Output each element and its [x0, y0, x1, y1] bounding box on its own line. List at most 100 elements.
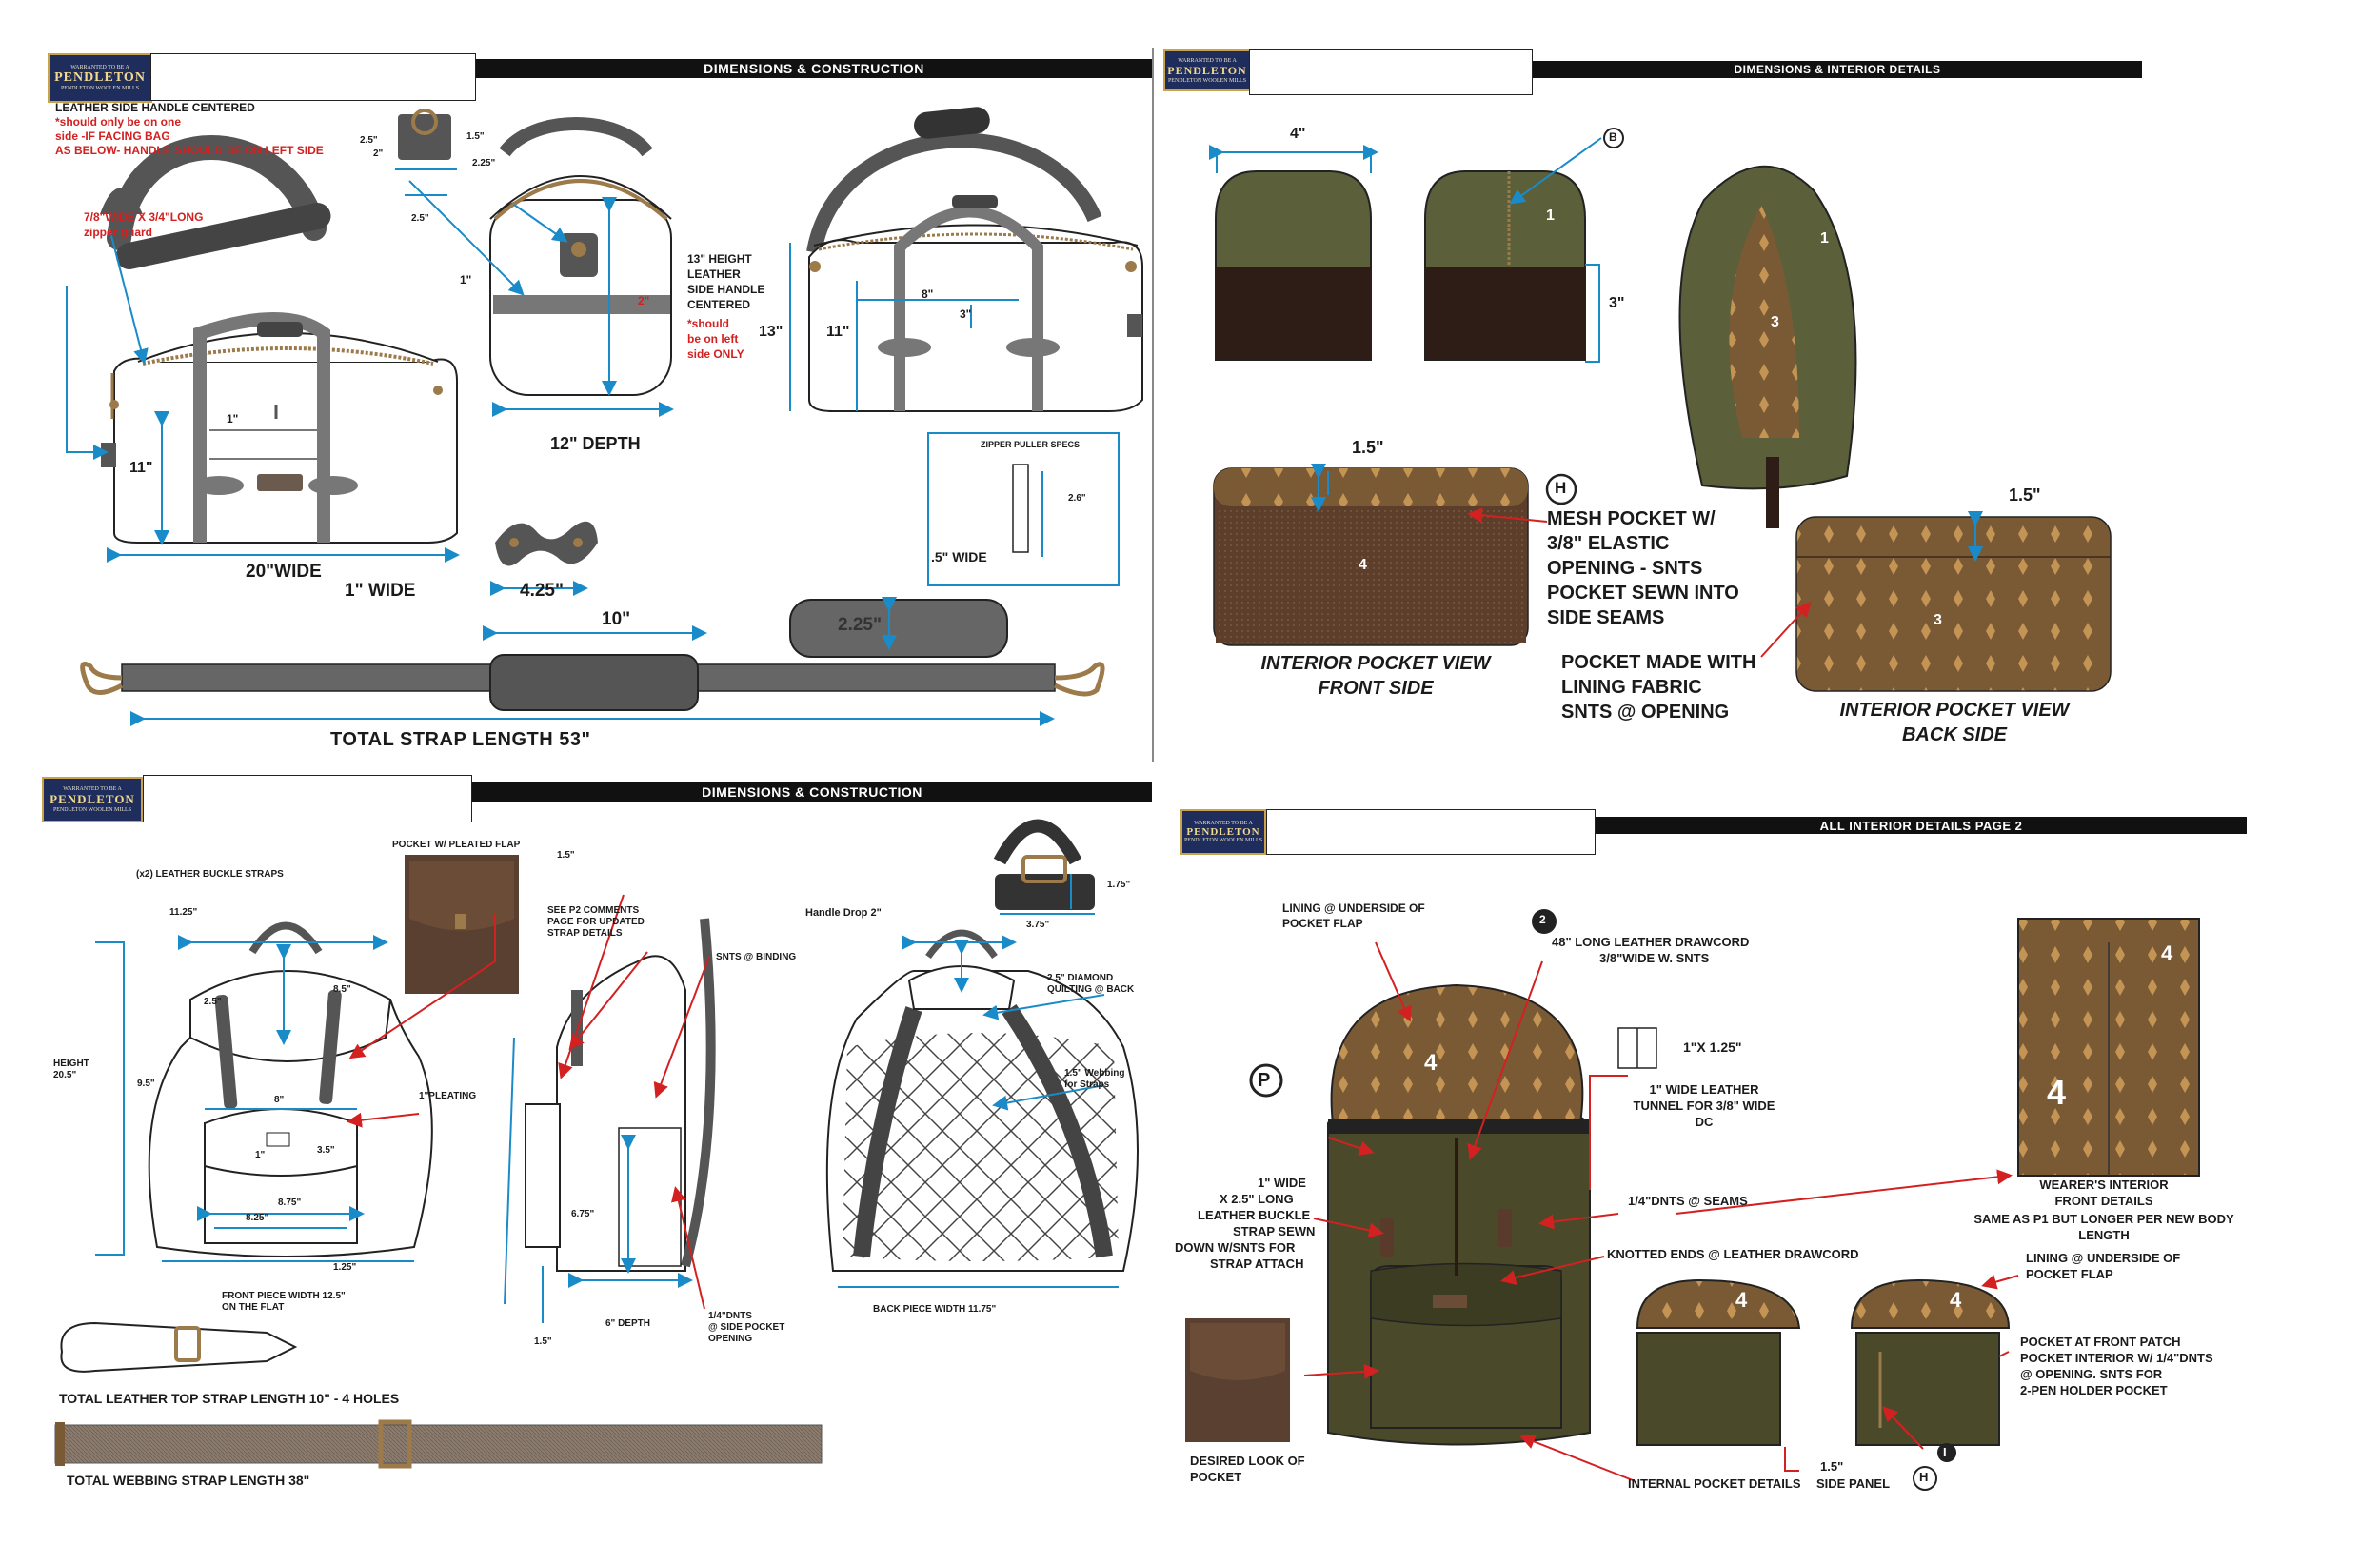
dim-2: 2"	[373, 148, 384, 159]
side-panel-label: SIDE PANEL	[1816, 1476, 1891, 1491]
wearer-note-4: LENGTH	[2078, 1228, 2130, 1242]
panel-divider	[1152, 48, 1154, 762]
brand-logo-p3: WARRANTED TO BE A PENDLETON PENDLETON WO…	[42, 777, 143, 822]
webbing-note-1: 1.5" Webbing	[1064, 1068, 1125, 1079]
front-caption-2: FRONT SIDE	[1318, 678, 1434, 699]
made-note-3: SNTS @ OPENING	[1561, 702, 1730, 723]
section-title-p4: ALL INTERIOR DETAILS PAGE 2	[1596, 817, 2247, 834]
wearer-note-1: WEARER'S INTERIOR	[2039, 1178, 2169, 1192]
p2-red-arrows	[1467, 507, 1812, 658]
pouch-side-2	[1424, 170, 1586, 361]
handle-closeup	[993, 819, 1095, 910]
desired-note-1: DESIRED LOOK OF	[1190, 1454, 1305, 1468]
p2-dim-1-5b: 1.5"	[2009, 485, 2041, 505]
brand-logo-p1: WARRANTED TO BE A PENDLETON PENDLETON WO…	[48, 53, 152, 103]
see-note-2: PAGE FOR UPDATED	[547, 917, 645, 927]
brand-logo-p4: WARRANTED TO BE A PENDLETON PENDLETON WO…	[1180, 809, 1266, 855]
zipper-5-wide: .5" WIDE	[931, 549, 987, 564]
wearer-interior-panel	[2017, 918, 2200, 1177]
back-width: BACK PIECE WIDTH 11.75"	[873, 1304, 997, 1315]
leather-top-strap	[60, 1321, 298, 1373]
width-1: 1" WIDE	[345, 581, 416, 601]
dim-13in: 13"	[759, 324, 783, 340]
side-panel-pocket	[1850, 1278, 2011, 1446]
side-1-5: 1.5"	[1820, 1459, 1844, 1474]
patch-note-3: @ OPENING. SNTS FOR	[2020, 1367, 2163, 1381]
shoulder-pad-sketch	[789, 599, 1008, 658]
strap-keeper-sketch	[495, 521, 598, 566]
dim-11in-front: 11"	[129, 460, 153, 476]
tunnel-sketch	[1617, 1027, 1657, 1069]
backpack-back	[825, 929, 1139, 1272]
p1-arrows	[109, 180, 525, 365]
dim-8-25: 8.25"	[246, 1213, 269, 1223]
buckle-note-3: LEATHER BUCKLE	[1198, 1208, 1311, 1222]
dim-11in-back: 11"	[826, 324, 850, 340]
p4-num-4b: 4	[2161, 941, 2173, 965]
quilt-note-2: QUILTING @ BACK	[1047, 984, 1135, 995]
patch-note-4: 2-PEN HOLDER POCKET	[2020, 1383, 2168, 1397]
badge-h-p4: H	[1919, 1470, 1929, 1484]
p4-num-4: 4	[1424, 1050, 1438, 1076]
section-title-p3: DIMENSIONS & CONSTRUCTION	[472, 782, 1152, 802]
p3-dimension-lines	[95, 874, 1119, 1323]
desired-look-photo	[1185, 1318, 1290, 1442]
made-note-1: POCKET MADE WITH	[1561, 652, 1756, 673]
badge-h: H	[1555, 479, 1567, 497]
snts-binding: SNTS @ BINDING	[716, 952, 797, 962]
pocket-flap-1-5: 1.5"	[557, 850, 575, 861]
zip-guard-note-2: zipper guard	[84, 226, 153, 239]
buckle-note-6: STRAP ATTACH	[1210, 1257, 1304, 1271]
dim-1-5: 1.5"	[466, 131, 485, 142]
tunnel-note-1: 1" WIDE LEATHER	[1649, 1082, 1759, 1097]
dim-2-25: 2.25"	[472, 158, 496, 168]
strap-sketch	[80, 654, 1105, 711]
title-field-p3	[143, 775, 472, 822]
see-note-1: SEE P2 COMMENTS	[547, 905, 640, 916]
buckle-straps: (x2) LEATHER BUCKLE STRAPS	[136, 869, 284, 880]
dim-11-25: 11.25"	[169, 907, 198, 918]
zip-guard-note-1: 7/8"WIDE X 3/4"LONG	[84, 210, 204, 224]
mesh-note-1: MESH POCKET W/	[1547, 508, 1716, 529]
wearer-note-3: SAME AS P1 BUT LONGER PER NEW BODY	[1973, 1212, 2234, 1226]
height-note-3: SIDE HANDLE	[687, 283, 765, 296]
lining2-note-1: LINING @ UNDERSIDE OF	[2026, 1251, 2181, 1265]
title-field-p1	[150, 53, 476, 101]
dim-1-5-p3: 1.5"	[534, 1336, 552, 1347]
see-note-3: STRAP DETAILS	[547, 928, 623, 939]
dim-2-5: 2.5"	[360, 135, 378, 146]
handle-drop: Handle Drop 2"	[805, 907, 882, 919]
duffel-back-sketch	[806, 107, 1143, 412]
badge-2: 2	[1539, 913, 1546, 926]
zipper-specs-title: ZIPPER PULLER SPECS	[981, 440, 1081, 449]
internal-pocket-label: INTERNAL POCKET DETAILS	[1628, 1476, 1801, 1491]
quilt-note-1: 2.5" DIAMOND	[1047, 973, 1114, 983]
dim-3in: 3"	[960, 307, 972, 321]
depth-label: 12" DEPTH	[550, 434, 641, 453]
tunnel-note-3: DC	[1695, 1115, 1714, 1129]
wearer-note-2: FRONT DETAILS	[2054, 1194, 2153, 1208]
section-title-p1: DIMENSIONS & CONSTRUCTION	[476, 59, 1152, 78]
interior-pocket-back	[1795, 516, 2112, 692]
handle-note-red-2: side -IF FACING BAG	[55, 129, 170, 143]
duffel-front-sketch	[101, 135, 458, 544]
p2-badges	[1545, 128, 1624, 505]
height-red-2: be on left	[687, 332, 739, 346]
dim-3-5: 3.5"	[317, 1145, 335, 1156]
zipper-puller-box	[927, 432, 1120, 586]
dim-1in-front: 1"	[227, 412, 239, 426]
height-note-1: 13" HEIGHT	[687, 252, 752, 266]
tunnel-note-2: TUNNEL FOR 3/8" WIDE	[1633, 1099, 1775, 1113]
height-red-1: *should	[687, 317, 729, 330]
height-red-3: side ONLY	[687, 347, 744, 361]
p2-num-1: 1	[1546, 208, 1555, 224]
dim-9-5: 9.5"	[137, 1079, 155, 1089]
brand-logo-p2: WARRANTED TO BE A PENDLETON PENDLETON WO…	[1163, 49, 1251, 91]
front-caption-1: INTERIOR POCKET VIEW	[1260, 653, 1491, 674]
buckle-note-5: DOWN W/SNTS FOR	[1175, 1240, 1296, 1255]
patch-note-1: POCKET AT FRONT PATCH	[2020, 1335, 2181, 1349]
dim-3-75: 3.75"	[1026, 920, 1050, 930]
p2-num-1b: 1	[1820, 230, 1829, 247]
tunnel-size: 1"X 1.25"	[1683, 1039, 1742, 1055]
p2-num-3: 3	[1771, 314, 1779, 330]
